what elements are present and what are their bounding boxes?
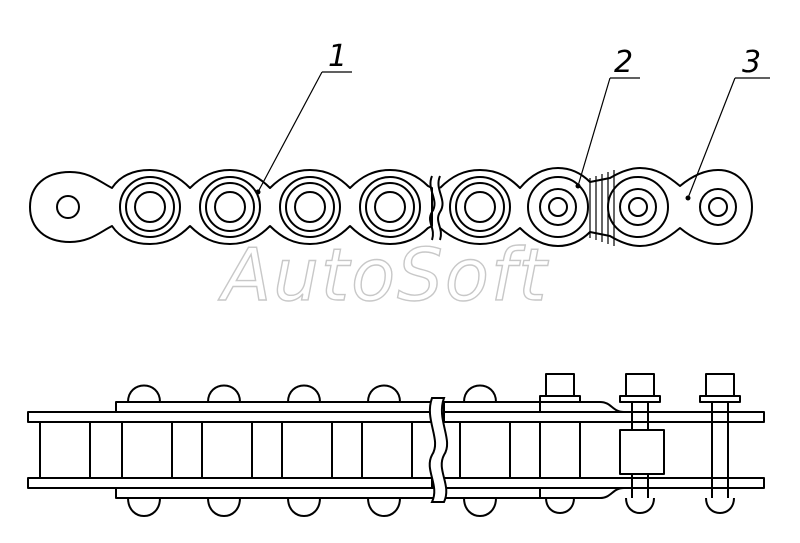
end-link-outline (29, 169, 433, 245)
chain-plan-view (27, 373, 765, 517)
end-hole (56, 195, 80, 219)
pin-heads-top (127, 384, 497, 403)
callout-3: 3 (742, 45, 761, 80)
connecting-link (536, 373, 741, 514)
break-line-bottom (428, 397, 449, 503)
break-line-top (429, 175, 436, 241)
pin-heads-bottom (127, 497, 497, 517)
rollers-plan (39, 421, 665, 479)
hatch-lines (589, 170, 615, 246)
callouts: 1 2 3 (257, 39, 770, 199)
right-chain-outline (439, 167, 753, 247)
callout-2: 2 (614, 45, 633, 80)
callout-1: 1 (328, 39, 347, 74)
break-line-top-2 (437, 175, 444, 241)
rollers-top (119, 176, 737, 238)
chain-side-view (29, 167, 753, 247)
watermark: AutoSoft (218, 233, 549, 317)
